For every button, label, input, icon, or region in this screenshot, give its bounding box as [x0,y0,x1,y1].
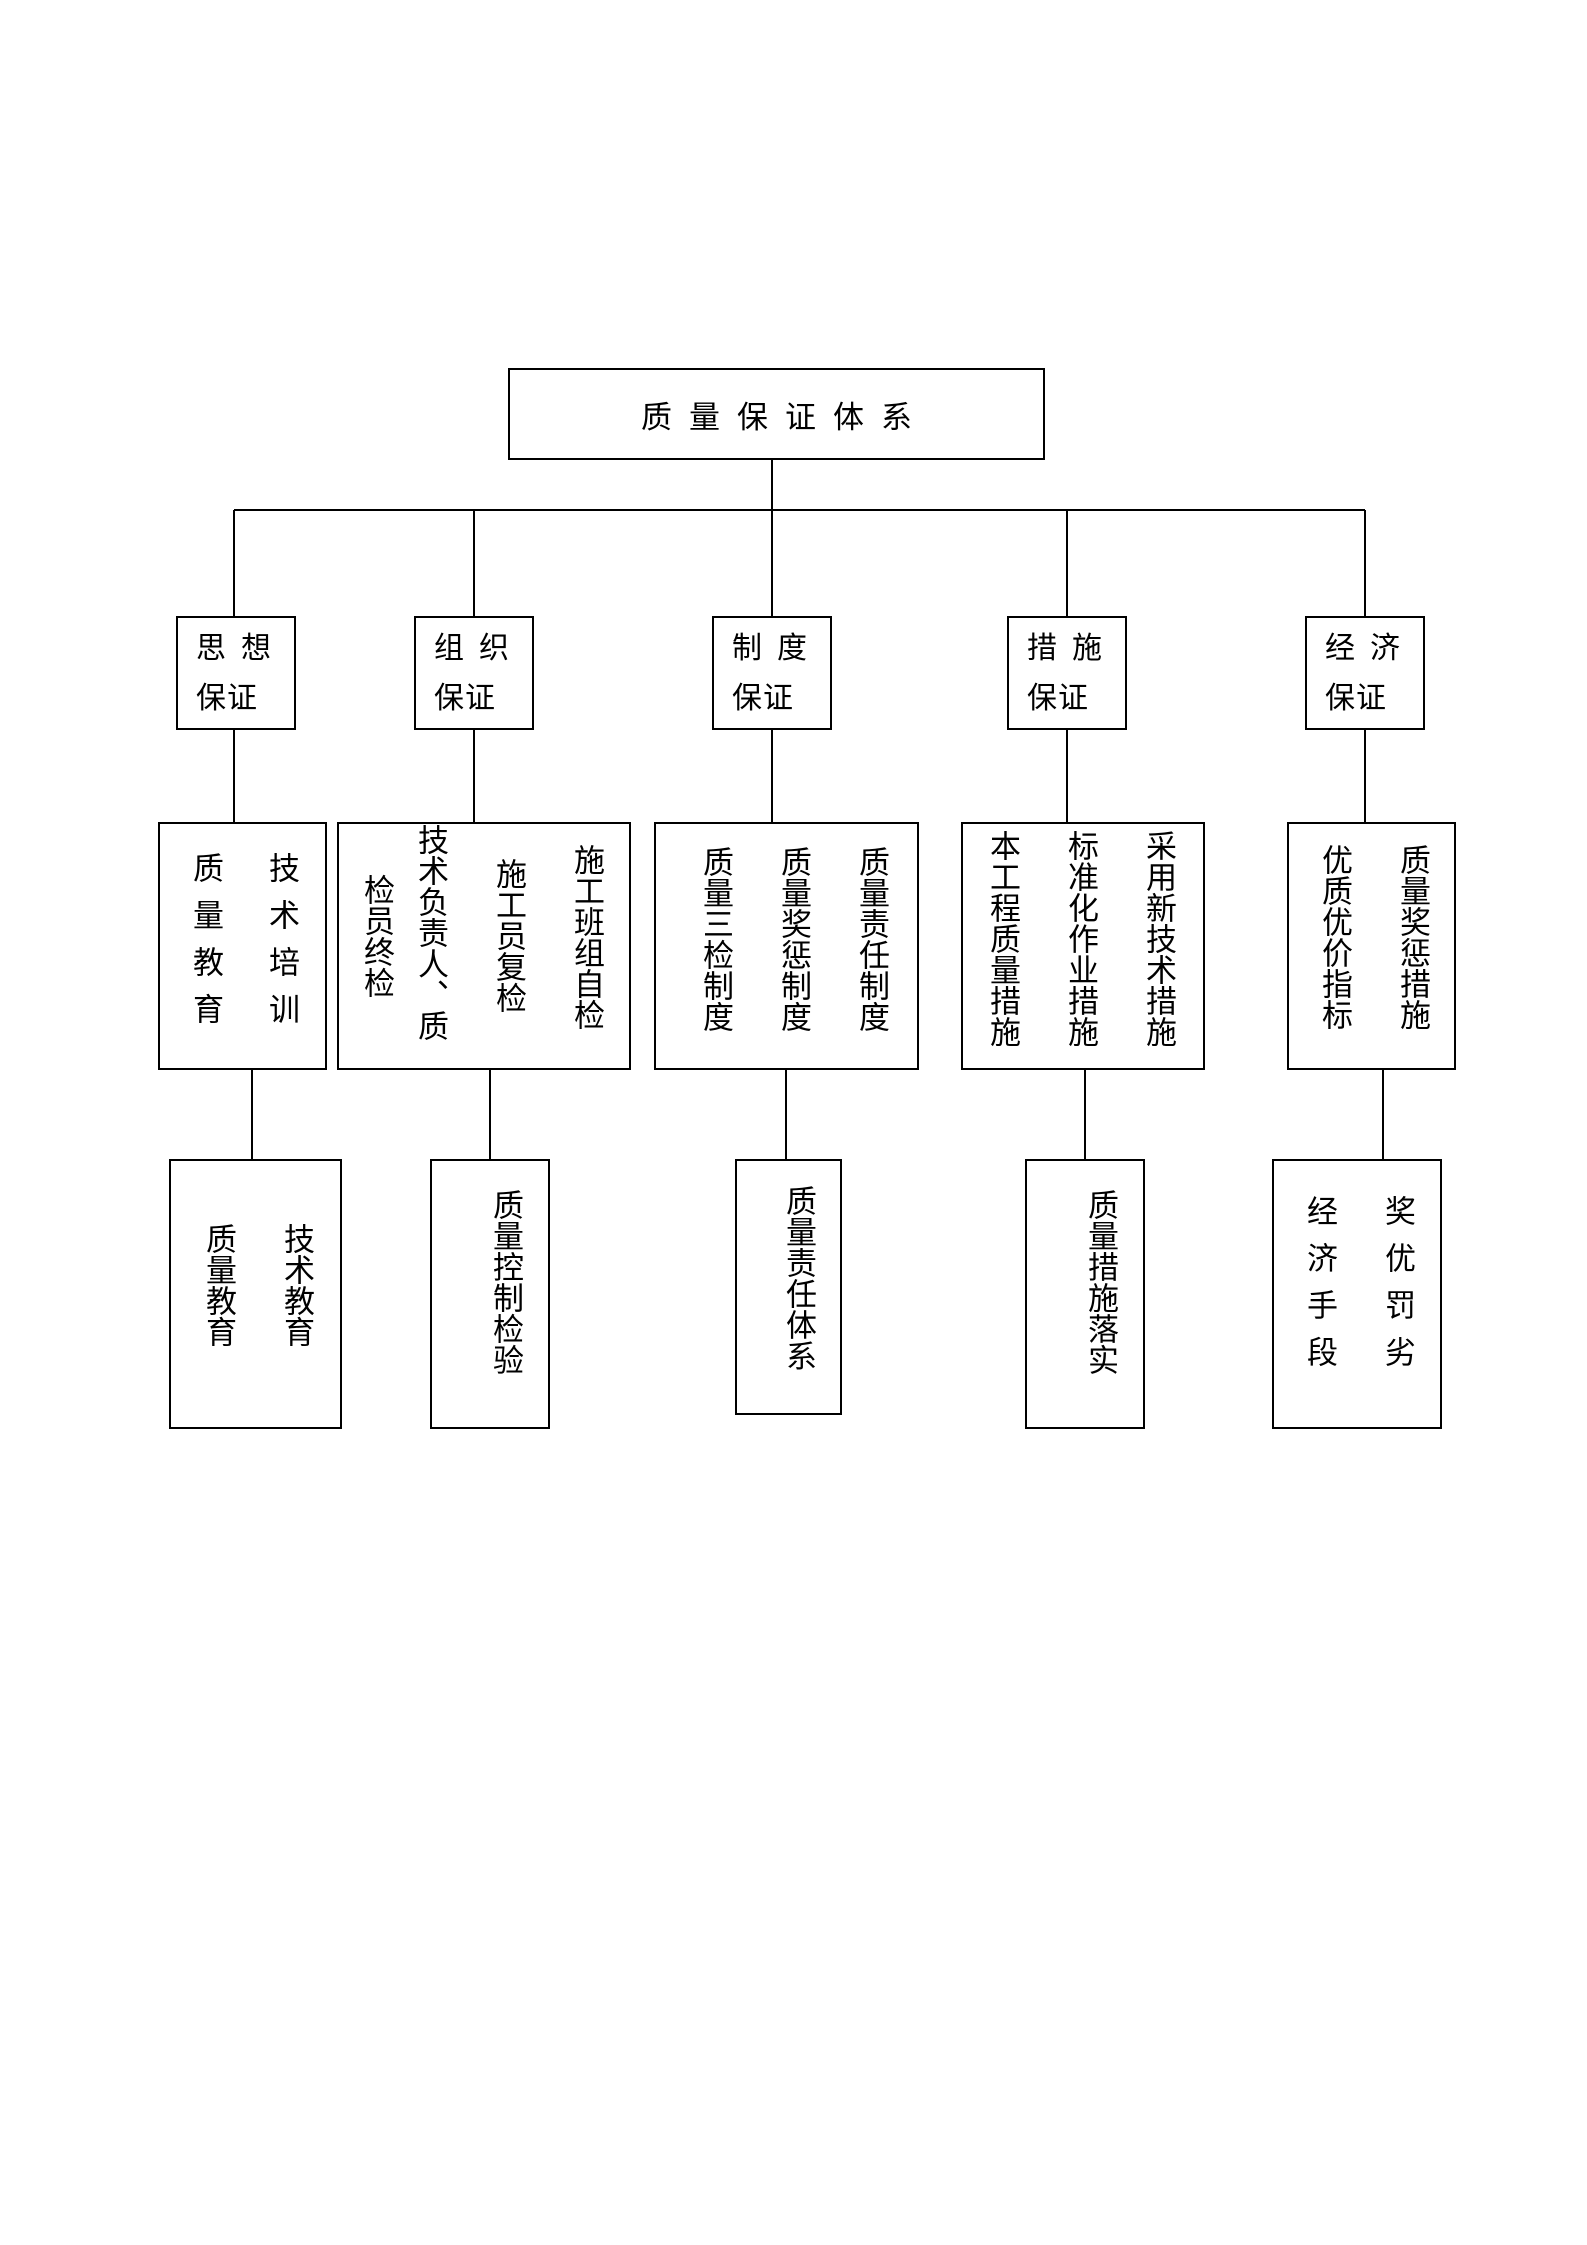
outcome-box-measures: 质量措施落实 [1025,1159,1145,1429]
detail-box-ideology: 技术培训 质量教育 [158,822,327,1070]
detail-column: 技术负责人、质 [412,824,448,1041]
detail-column: 质量责任制度 [853,846,889,1032]
category-label-line1: 经济 [1325,631,1415,666]
outcome-column: 质量教育 [200,1223,236,1347]
detail-column: 检员终检 [358,874,394,998]
category-label-line1: 制度 [732,631,822,666]
detail-column: 施工班组自检 [568,844,604,1030]
outcome-column: 质量措施落实 [1082,1189,1118,1375]
detail-column: 优质优价指标 [1316,844,1352,1030]
outcome-column: 经济手段 [1301,1195,1337,1383]
outcome-box-economic: 奖优罚劣 经济手段 [1272,1159,1442,1429]
root-box: 质量保证体系 [508,368,1045,460]
category-label: 制度 保证 [732,624,822,724]
category-box-economic: 经济 保证 [1305,616,1425,730]
detail-box-organization: 施工班组自检 施工员复检 技术负责人、质 检员终检 [337,822,631,1070]
category-label: 措施 保证 [1027,624,1117,724]
outcome-column: 奖优罚劣 [1379,1195,1415,1383]
category-label-line1: 措施 [1027,631,1117,666]
outcome-box-organization: 质量控制检验 [430,1159,550,1429]
category-box-organization: 组织 保证 [414,616,534,730]
detail-column: 质量奖惩制度 [775,846,811,1032]
category-label: 组织 保证 [434,624,524,724]
outcome-box-system: 质量责任体系 [735,1159,842,1415]
detail-column: 质量奖惩措施 [1394,844,1430,1030]
detail-column: 技术培训 [263,852,299,1040]
detail-column: 施工员复检 [490,858,526,1013]
detail-column: 采用新技术措施 [1140,830,1176,1047]
outcome-column: 技术教育 [278,1223,314,1347]
category-label-line1: 组织 [434,631,524,666]
category-label-line2: 保证 [1027,681,1089,716]
category-label-line2: 保证 [434,681,496,716]
outcome-column: 质量控制检验 [487,1189,523,1375]
category-label-line2: 保证 [732,681,794,716]
detail-column: 质量教育 [187,852,223,1040]
category-label-line2: 保证 [1325,681,1387,716]
category-label-line1: 思想 [196,631,286,666]
outcome-column: 质量责任体系 [780,1185,816,1371]
category-box-system: 制度 保证 [712,616,832,730]
category-label: 经济 保证 [1325,624,1415,724]
detail-box-measures: 采用新技术措施 标准化作业措施 本工程质量措施 [961,822,1205,1070]
root-title: 质量保证体系 [641,399,929,436]
detail-box-system: 质量责任制度 质量奖惩制度 质量三检制度 [654,822,919,1070]
category-box-ideology: 思想 保证 [176,616,296,730]
outcome-box-ideology: 技术教育 质量教育 [169,1159,342,1429]
category-label: 思想 保证 [196,624,286,724]
category-box-measures: 措施 保证 [1007,616,1127,730]
detail-column: 本工程质量措施 [984,830,1020,1047]
detail-column: 质量三检制度 [697,846,733,1032]
detail-box-economic: 质量奖惩措施 优质优价指标 [1287,822,1456,1070]
category-label-line2: 保证 [196,681,258,716]
detail-column: 标准化作业措施 [1062,830,1098,1047]
